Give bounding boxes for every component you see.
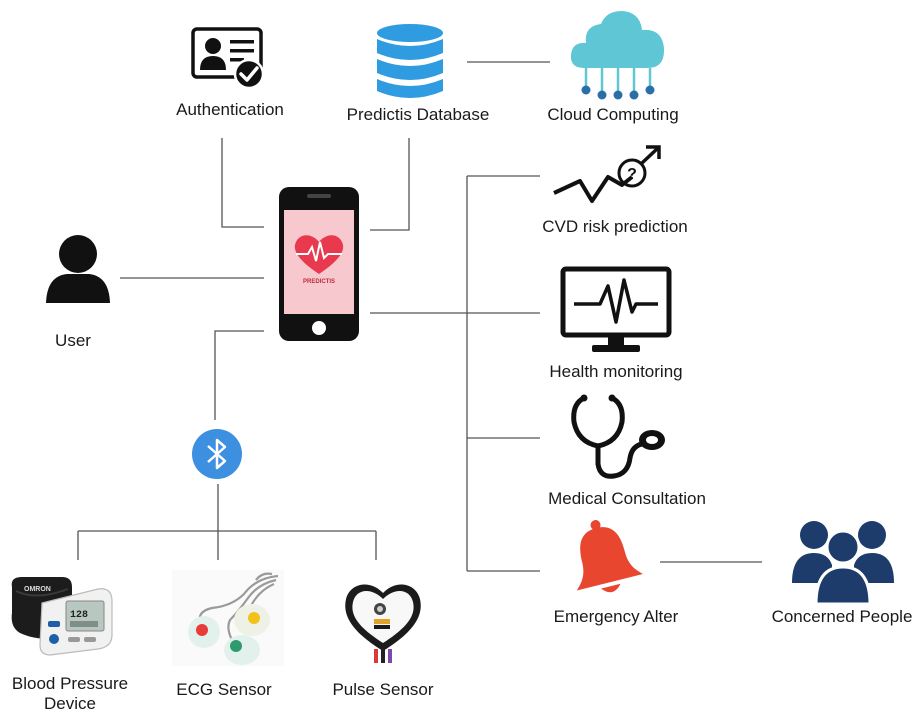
- id-card-check-icon: [190, 26, 268, 90]
- authentication-label: Authentication: [176, 100, 284, 119]
- ecg-sensor-image: [172, 570, 284, 666]
- blood-pressure-device-image: OMRON 128: [6, 573, 118, 665]
- cvd-label: CVD risk prediction: [542, 217, 688, 236]
- smartphone-icon: [278, 186, 360, 342]
- database-label: Predictis Database: [346, 105, 490, 124]
- svg-text:?: ?: [627, 166, 637, 183]
- user-icon: [45, 234, 111, 304]
- bp-reading-text: 128: [70, 610, 88, 621]
- concerned-label: Concerned People: [771, 607, 913, 626]
- line-auth-phone: [221, 138, 264, 228]
- ecg-label: ECG Sensor: [176, 680, 272, 699]
- pulse-sensor-image: [342, 577, 424, 665]
- monitor-heartbeat-icon: [560, 266, 672, 354]
- bp-brand-text: OMRON: [24, 586, 51, 593]
- consultation-label: Medical Consultation: [548, 489, 706, 508]
- phone-app-label: PREDICTIS: [302, 279, 335, 285]
- group-icon: [792, 519, 894, 605]
- bell-icon: [564, 517, 644, 599]
- bp-label-line1: Blood Pressure: [11, 674, 129, 693]
- database-icon: [375, 23, 445, 101]
- pulse-label: Pulse Sensor: [332, 680, 434, 699]
- stethoscope-icon: [570, 394, 666, 480]
- trend-arrow-question-icon: ?: [552, 143, 664, 209]
- cloud-label: Cloud Computing: [547, 105, 679, 124]
- line-db-phone: [370, 138, 410, 231]
- health-label: Health monitoring: [549, 362, 683, 381]
- line-phone-bluetooth: [214, 330, 264, 420]
- user-label: User: [55, 331, 91, 350]
- bluetooth-icon: [191, 428, 243, 480]
- cloud-icon: [568, 8, 668, 100]
- bp-label-line2: Device: [44, 694, 96, 713]
- emergency-label: Emergency Alter: [553, 607, 679, 626]
